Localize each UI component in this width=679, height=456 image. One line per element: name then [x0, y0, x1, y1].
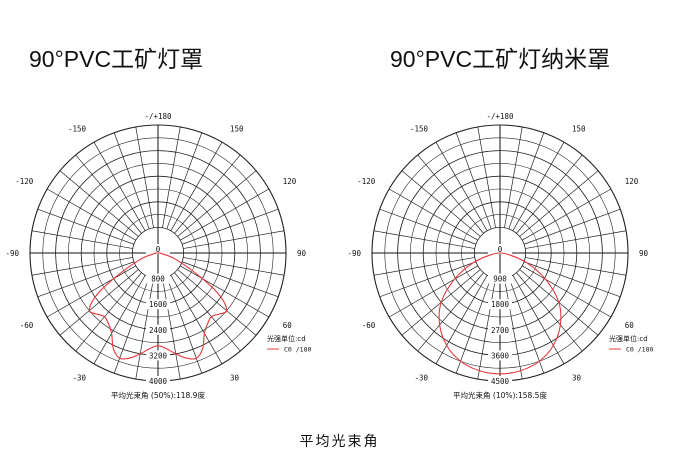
angle-tick-label: -/+180 — [486, 112, 514, 121]
angle-tick-label: -150 — [410, 124, 429, 133]
grid-ring-minor — [384, 137, 616, 369]
angle-tick-label: 30 — [572, 374, 582, 383]
radial-label-bg — [146, 299, 170, 310]
radial-label-bg — [488, 324, 512, 335]
angle-tick-label: 90 — [297, 249, 307, 258]
beam-angle-annotation: 平均光束角 (50%):118.9度 — [111, 390, 205, 400]
radial-tick-label: 4000 — [149, 377, 168, 386]
radial-tick-label: 2700 — [491, 326, 510, 335]
angle-tick-label: -120 — [15, 177, 34, 186]
radial-label-bg — [488, 299, 512, 310]
grid-ring-minor — [68, 163, 248, 343]
grid-ring-minor — [42, 137, 274, 369]
angle-tick-label: 120 — [625, 177, 639, 186]
radial-label-bg — [146, 273, 170, 284]
series-curve-0 — [88, 252, 228, 360]
beam-angle-annotation: 平均光束角 (10%):158.5度 — [453, 390, 547, 400]
legend-entry: C0 /180 — [284, 346, 311, 354]
radial-label-bg — [146, 376, 170, 386]
legend-title: 光强单位:cd — [267, 334, 306, 343]
radial-tick-label: 800 — [151, 275, 165, 284]
radial-tick-label: 3200 — [149, 351, 168, 360]
angle-tick-label: 150 — [230, 124, 244, 133]
radial-tick-label: 1800 — [491, 300, 510, 309]
chart-title-right: 90°PVC工矿灯纳米罩 — [390, 46, 611, 72]
radial-tick-label: 2400 — [149, 326, 168, 335]
radial-label-bg — [488, 244, 512, 254]
angle-tick-label: -90 — [347, 249, 361, 258]
grid-ring-minor — [410, 163, 590, 343]
radial-label-bg — [488, 273, 512, 284]
angle-tick-label: -60 — [20, 321, 34, 330]
angle-tick-label: 60 — [625, 321, 635, 330]
radial-label-bg — [488, 350, 512, 361]
radial-label-bg — [488, 376, 512, 386]
chart-title-left: 90°PVC工矿灯罩 — [29, 46, 204, 72]
radial-tick-label: 0 — [156, 245, 161, 254]
series-curve-0 — [438, 252, 562, 375]
radial-tick-label: 900 — [493, 275, 507, 284]
polar-chart-1: 0 900 1800 2700 3600 4500 -/+180 -150 150 -120 120… — [347, 112, 653, 400]
angle-tick-label: 90 — [639, 249, 649, 258]
grid-ring-minor — [461, 214, 539, 292]
radial-label-bg — [146, 350, 170, 361]
radial-label-bg — [146, 324, 170, 335]
grid-ring-minor — [93, 188, 223, 318]
angle-tick-label: 60 — [283, 321, 293, 330]
angle-tick-label: 120 — [283, 177, 297, 186]
angle-tick-label: -150 — [68, 124, 87, 133]
polar-chart-0: 0 800 1600 2400 3200 4000 -/+180 -150 150 -120 120… — [5, 112, 311, 400]
radial-tick-label: 0 — [498, 245, 503, 254]
angle-tick-label: -30 — [72, 374, 86, 383]
angle-tick-label: 150 — [572, 124, 586, 133]
angle-tick-label: -60 — [362, 321, 376, 330]
angle-tick-label: 30 — [230, 374, 240, 383]
legend-entry: C0 /180 — [626, 346, 653, 354]
grid-ring-minor — [435, 188, 565, 318]
radial-tick-label: 1600 — [149, 300, 168, 309]
page-caption: 平均光束角 — [299, 434, 380, 450]
radial-label-bg — [146, 244, 170, 254]
radial-tick-label: 3600 — [491, 351, 510, 360]
angle-tick-label: -30 — [414, 374, 428, 383]
angle-tick-label: -90 — [5, 249, 19, 258]
angle-tick-label: -/+180 — [144, 112, 172, 121]
legend-title: 光强单位:cd — [609, 334, 648, 343]
radial-tick-label: 4500 — [491, 377, 510, 386]
grid-ring-minor — [119, 214, 197, 292]
angle-tick-label: -120 — [357, 177, 376, 186]
